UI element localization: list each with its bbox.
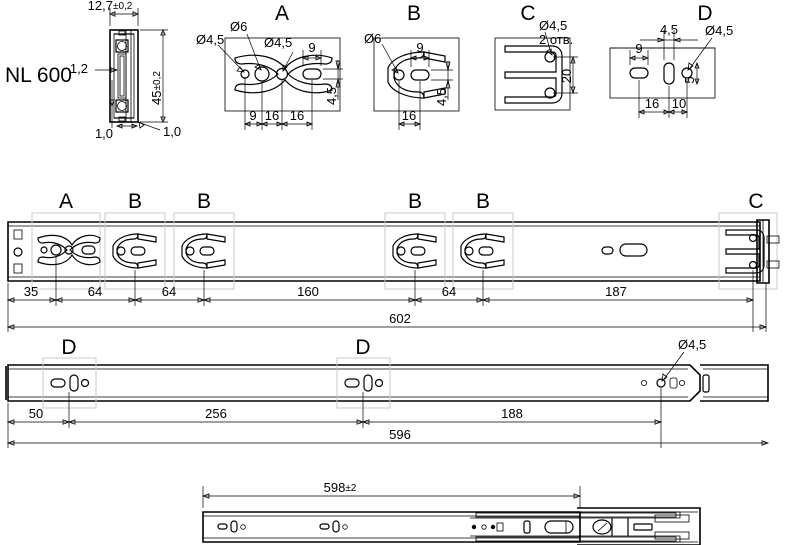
dim-cs-thickness-inner: 1,2 — [70, 61, 88, 76]
dim-rail-overall: 602 — [389, 311, 411, 326]
detail-a-callout-3: Ø4,5 — [264, 35, 292, 50]
dim-rail-64-2: 64 — [162, 284, 176, 299]
detail-b-label: B — [407, 2, 421, 25]
inner-rail-label-d-2: D — [355, 336, 370, 359]
dim-c-right: 20 — [559, 69, 574, 83]
detail-c-callout-note: 2 отв. — [539, 32, 573, 47]
dim-cs-thickness-right: 1,0 — [163, 124, 181, 139]
rail-label-a: A — [59, 190, 73, 213]
dim-rail-64-1: 64 — [88, 284, 102, 299]
detail-a-callout-1: Ø4,5 — [196, 32, 224, 47]
inner-rail-view: D D Ø4,5 50 256 188 596 — [5, 336, 770, 448]
rail-bracket-c — [718, 212, 780, 290]
dim-d-inner: 9 — [635, 41, 642, 56]
dim-cs-height: 45±0,2 — [149, 71, 164, 105]
dim-b-top: 9 — [416, 40, 423, 55]
dim-inner-50: 50 — [29, 406, 43, 421]
dim-rail-35: 35 — [24, 284, 38, 299]
detail-a-view: A Ø4,5 Ø6 Ø4,5 9 4,5 9 16 16 — [196, 2, 343, 130]
dim-b-right: 4,5 — [434, 88, 449, 106]
dim-assembly: 598±2 — [324, 480, 357, 495]
dim-a-bottom-3: 16 — [290, 108, 304, 123]
dim-inner-overall: 596 — [389, 427, 411, 442]
inner-rail-callout: Ø4,5 — [678, 337, 706, 352]
rail-bracket-b-3 — [384, 212, 446, 290]
cross-section-view: 12,7±0,2 45±0,2 1,2 1,0 1,0 — [70, 0, 181, 141]
dim-inner-256: 256 — [205, 406, 227, 421]
inner-rail-label-d-1: D — [61, 336, 76, 359]
dim-rail-160: 160 — [297, 284, 319, 299]
assembly-view: 598±2 — [201, 480, 701, 545]
rail-bracket-a — [31, 212, 101, 290]
detail-c-view: C Ø4,5 2 отв. 20 — [494, 2, 578, 111]
drawing-title: NL 600 — [5, 64, 72, 87]
rail-label-b-2: B — [197, 190, 211, 213]
detail-a-label: A — [275, 2, 289, 25]
dim-rail-64-3: 64 — [442, 284, 456, 299]
dim-d-vert: 5 — [682, 76, 697, 83]
dim-rail-187: 187 — [605, 284, 627, 299]
dim-inner-188: 188 — [501, 406, 523, 421]
detail-d-view: D 4,5 9 Ø4,5 5 16 10 — [609, 2, 733, 118]
dim-d-bottom-1: 16 — [645, 96, 659, 111]
dim-a-top: 9 — [308, 40, 315, 55]
detail-d-label: D — [697, 2, 712, 25]
detail-c-label: C — [520, 2, 535, 25]
dim-a-bottom-1: 9 — [249, 108, 256, 123]
outer-rail-view: A B B B B C 35 64 64 160 64 187 602 — [6, 190, 780, 332]
detail-d-callout: Ø4,5 — [705, 23, 733, 38]
dim-d-bottom-2: 10 — [672, 96, 686, 111]
detail-a-callout-2: Ø6 — [230, 19, 247, 34]
detail-c-callout: Ø4,5 — [539, 18, 567, 33]
inner-rail-feature-d-1 — [42, 357, 97, 409]
rail-label-b-4: B — [476, 190, 490, 213]
dim-cs-width: 12,7±0,2 — [88, 0, 133, 13]
dim-a-bottom-2: 16 — [265, 108, 279, 123]
rail-label-b-1: B — [128, 190, 142, 213]
dim-b-bottom: 16 — [402, 108, 416, 123]
inner-rail-feature-d-2 — [336, 357, 391, 409]
detail-b-view: B Ø6 9 4,5 16 — [364, 2, 460, 130]
dim-a-right: 4,5 — [324, 87, 339, 105]
detail-b-callout: Ø6 — [364, 31, 381, 46]
rail-label-c: C — [748, 190, 763, 213]
dim-cs-thickness-left: 1,0 — [95, 126, 113, 141]
dim-d-top: 4,5 — [660, 22, 678, 37]
rail-label-b-3: B — [408, 190, 422, 213]
